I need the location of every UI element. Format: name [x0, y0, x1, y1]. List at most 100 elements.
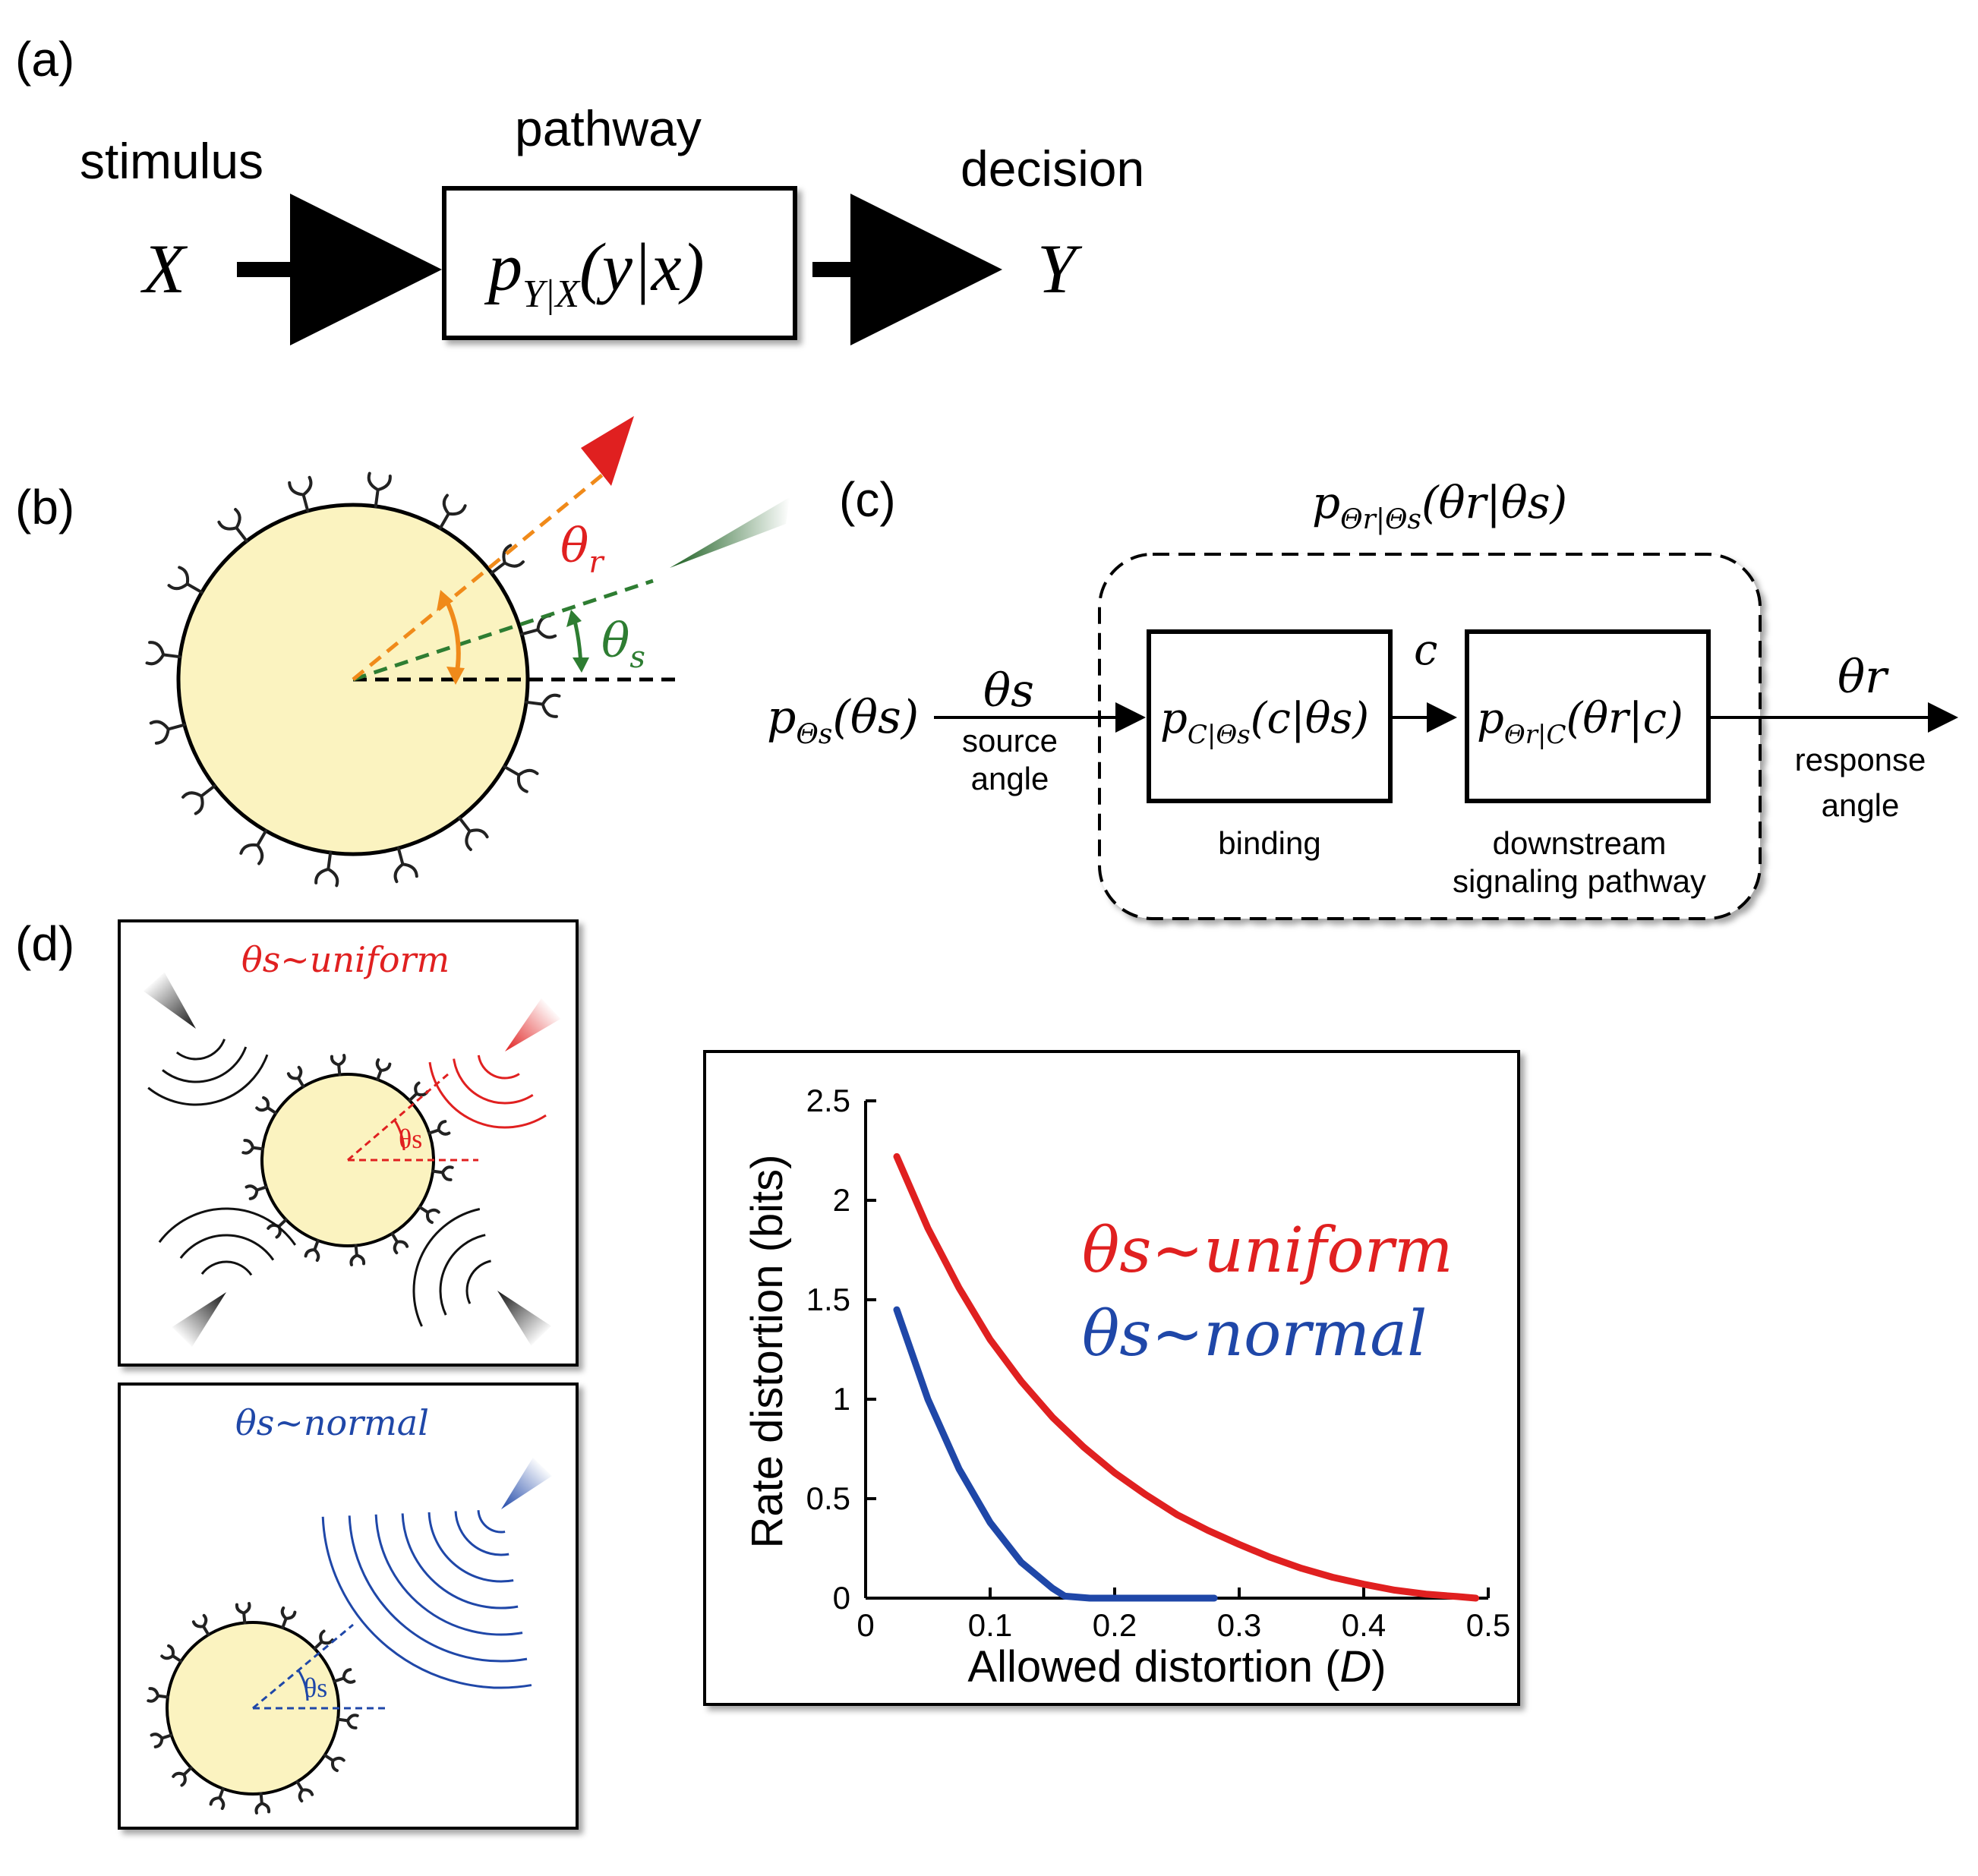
receptor-icon	[349, 1244, 366, 1266]
channel-formula-sub: Θr|Θs	[1340, 504, 1421, 535]
theta-s-input-label: θs	[983, 664, 1034, 717]
y-tick-label: 2.5	[806, 1083, 850, 1118]
panel-a-label: (a)	[15, 32, 74, 87]
wave-arc	[200, 1260, 253, 1276]
receptor-icon	[145, 641, 181, 666]
signaling-formula-p: p	[1477, 694, 1504, 743]
x-tick-label: 0.5	[1466, 1607, 1510, 1643]
uniform-angle-arc	[393, 1120, 405, 1151]
theta-s-symbol: θ	[601, 613, 629, 668]
uniform-receptor-ring	[241, 1054, 454, 1266]
wave-arc	[374, 1514, 523, 1636]
receptor-icon	[431, 1165, 454, 1181]
receptor-icon	[520, 614, 557, 639]
receptor-icon	[172, 1766, 193, 1787]
receptor-icon	[147, 1687, 169, 1703]
output-variable-y: Y	[1037, 230, 1083, 307]
decision-label: decision	[961, 140, 1144, 197]
receptor-icon	[304, 1238, 320, 1263]
emitter-cone-icon	[143, 972, 196, 1029]
response-angle-line1: response	[1795, 742, 1926, 777]
panel-c: (c) pΘr|Θs(θr|θs) pΘs(θs) θs source angl…	[767, 472, 1958, 920]
wave-arc	[477, 1510, 506, 1534]
receptor-icon	[330, 1054, 346, 1077]
chart-frame	[703, 1050, 1520, 1706]
wave-arc	[439, 1234, 486, 1316]
c-variable-label: c	[1414, 626, 1437, 675]
receptor-icon	[314, 851, 339, 888]
y-tick-label: 0.5	[806, 1480, 850, 1516]
emitter-cone-icon	[501, 1457, 552, 1509]
wave-arc	[321, 1516, 532, 1689]
receptor-icon	[503, 765, 539, 793]
panel-b: (b) θr θs	[15, 416, 790, 888]
uniform-theta-label: θs	[399, 1124, 422, 1154]
input-variable-x: X	[140, 230, 188, 307]
uniform-waves	[143, 972, 561, 1348]
receptor-icon	[181, 784, 216, 815]
panel-a: (a) stimulus pathway decision X pY|X(y|x…	[15, 32, 1144, 345]
receptor-icon	[336, 1714, 359, 1729]
receptor-icon	[438, 493, 467, 530]
input-distribution-sub: Θs	[796, 719, 832, 750]
binding-formula-p: p	[1160, 694, 1188, 743]
x-tick-label: 0.2	[1093, 1607, 1137, 1643]
source-angle-line2: angle	[971, 761, 1049, 796]
emitter-cone-icon	[497, 1291, 552, 1346]
x-tick-label: 0.3	[1217, 1607, 1261, 1643]
receptor-icon	[160, 1644, 183, 1663]
theta-r-subscript: r	[588, 545, 605, 580]
input-distribution-args: (θs)	[832, 691, 919, 744]
x-tick-label: 0.4	[1342, 1607, 1386, 1643]
normal-receptor-ring	[147, 1602, 359, 1815]
panel-d-label: (d)	[15, 916, 74, 971]
response-angle-line2: angle	[1822, 787, 1900, 823]
receptor-ring	[145, 471, 561, 888]
receptor-icon	[235, 1602, 251, 1625]
wave-arc	[453, 1058, 534, 1105]
downstream-caption-line1: downstream	[1493, 825, 1667, 861]
theta-r-symbol: θ	[560, 518, 588, 573]
normal-theta-label: θs	[304, 1673, 327, 1703]
wave-group	[321, 1457, 552, 1689]
pathway-formula-p: p	[484, 230, 522, 305]
receptor-icon	[313, 1629, 334, 1651]
receptor-icon	[191, 1613, 210, 1637]
theta-r-label: θr	[560, 518, 605, 580]
normal-waves	[321, 1457, 552, 1689]
y-tick-label: 2	[833, 1182, 850, 1218]
signaling-formula-sub: Θr|C	[1504, 720, 1566, 750]
input-distribution: pΘs(θs)	[767, 691, 919, 750]
receptor-icon	[280, 1606, 297, 1630]
panel-b-label: (b)	[15, 480, 74, 534]
wave-arc	[428, 1061, 547, 1129]
x-tick-label: 0	[857, 1607, 874, 1643]
receptor-icon	[288, 475, 313, 512]
y-tick-label: 1	[833, 1381, 850, 1417]
pathway-formula-sub: Y|X	[522, 273, 581, 316]
receptor-icon	[427, 1120, 451, 1136]
normal-angle-arc	[297, 1669, 309, 1701]
receptor-icon	[217, 508, 248, 543]
theta-s-subscript: s	[629, 640, 645, 675]
wave-group	[412, 1208, 552, 1346]
signaling-formula: pΘr|C(θr|c)	[1477, 694, 1683, 750]
binding-formula-args: (c|θs)	[1251, 694, 1369, 743]
wave-arc	[454, 1511, 509, 1556]
pathway-box	[442, 186, 797, 340]
pathway-label: pathway	[515, 100, 702, 156]
wave-arc	[179, 1234, 275, 1261]
emitter-cone-icon	[172, 1292, 226, 1348]
stimulus-label: stimulus	[80, 133, 263, 189]
uniform-scenario-title: θs~uniform	[241, 939, 450, 980]
receptor-icon	[375, 1058, 392, 1082]
pathway-formula: pY|X(y|x)	[484, 230, 705, 316]
wave-group	[143, 972, 269, 1106]
receptor-icon	[239, 829, 268, 865]
signaling-formula-args: (θr|c)	[1566, 694, 1683, 743]
binding-caption: binding	[1218, 825, 1320, 861]
